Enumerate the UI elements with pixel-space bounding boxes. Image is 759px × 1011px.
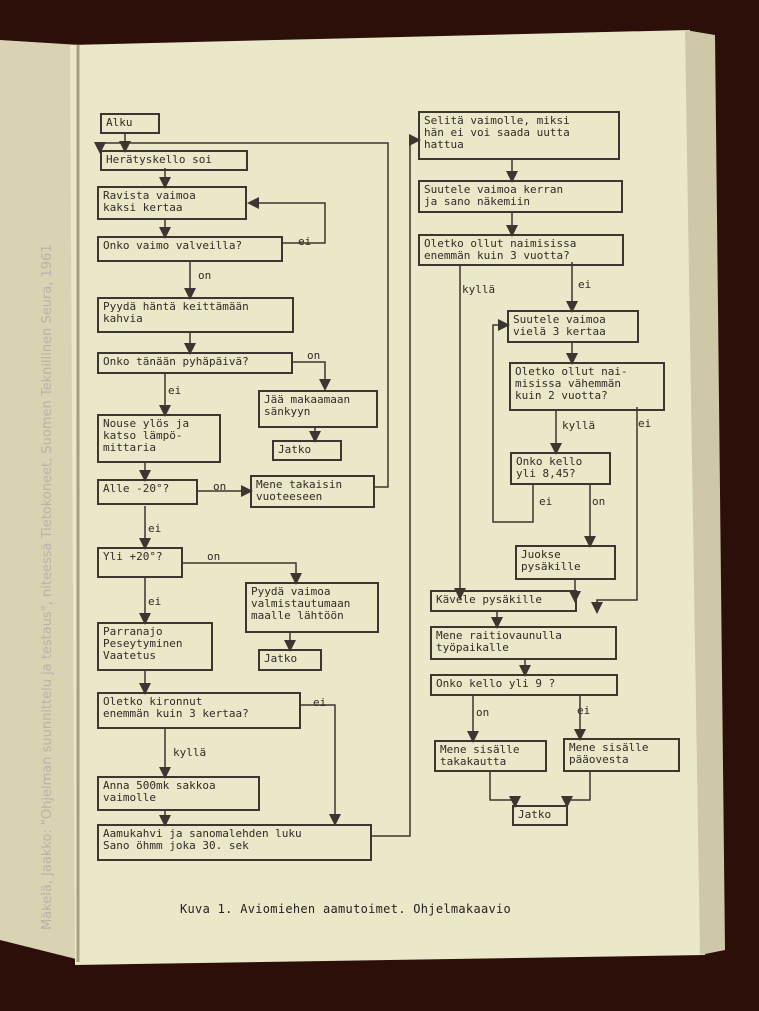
edge-label-ei: ei <box>168 384 182 397</box>
edge-label-on: on <box>213 480 227 493</box>
edge-label-ei: ei <box>539 495 553 508</box>
source-credit: Mäkelä, Jaakko: "Ohjelman suunnittelu ja… <box>40 244 55 930</box>
edge-label-kylla: kyllä <box>173 746 207 759</box>
node-nouse: Nouse ylös ja katso lämpö- mittaria <box>97 414 221 463</box>
node-alku: Alku <box>100 113 160 134</box>
edge-label-kylla: kyllä <box>562 419 596 432</box>
node-sakko: Anna 500mk sakkoa vaimolle <box>97 776 260 811</box>
node-jatko-1: Jatko <box>272 440 342 461</box>
edge-label-ei: ei <box>638 417 652 430</box>
edge-label-ei: ei <box>298 235 312 248</box>
node-yli-20: Yli +20°? <box>97 547 183 578</box>
node-ravista: Ravista vaimoa kaksi kertaa <box>97 186 247 220</box>
node-valveilla: Onko vaimo valveilla? <box>97 236 283 262</box>
node-kavele: Kävele pysäkille <box>430 590 577 612</box>
edge-label-ei: ei <box>313 696 327 709</box>
node-juokse: Juokse pysäkille <box>515 545 616 580</box>
node-raitiovaunu: Mene raitiovaunulla työpaikalle <box>430 626 617 660</box>
node-kironnut: Oletko kironnut enemmän kuin 3 kertaa? <box>97 692 301 729</box>
figure-caption: Kuva 1. Aviomiehen aamutoimet. Ohjelmaka… <box>180 902 512 916</box>
node-pyyda-vaimoa: Pyydä vaimoa valmistautumaan maalle läht… <box>245 582 379 633</box>
node-heratyskello: Herätyskello soi <box>100 150 248 171</box>
node-aamukahvi: Aamukahvi ja sanomalehden luku Sano öhmm… <box>97 824 372 861</box>
node-paaovesta: Mene sisälle pääovesta <box>563 738 680 772</box>
edge-label-ei: ei <box>577 704 591 717</box>
edge-label-on: on <box>592 495 606 508</box>
node-kello-9: Onko kello yli 9 ? <box>430 674 618 696</box>
node-jaa-makaamaan: Jää makaamaan sänkyyn <box>258 390 378 428</box>
node-jatko-2: Jatko <box>258 649 322 671</box>
node-takakautta: Mene sisälle takakautta <box>434 740 547 772</box>
edge-label-on: on <box>307 349 321 362</box>
node-pyhapaiva: Onko tänään pyhäpäivä? <box>97 352 293 374</box>
node-parranajo: Parranajo Peseytyminen Vaatetus <box>97 622 213 671</box>
edge-label-on: on <box>476 706 490 719</box>
node-alle-20: Alle -20°? <box>97 479 198 505</box>
edge-label-ei: ei <box>148 595 162 608</box>
node-mene-takaisin: Mene takaisin vuoteeseen <box>250 475 375 508</box>
node-suutele-kerran: Suutele vaimoa kerran ja sano näkemiin <box>418 180 623 213</box>
edge-label-kylla: kyllä <box>462 283 496 296</box>
edge-label-ei: ei <box>578 278 592 291</box>
node-naimisissa-2: Oletko ollut nai- misissa vähemmän kuin … <box>509 362 665 411</box>
node-selita: Selitä vaimolle, miksi hän ei voi saada … <box>418 111 620 160</box>
node-kello-845: Onko kello yli 8,45? <box>510 452 611 485</box>
edge-label-on: on <box>198 269 212 282</box>
node-pyyda-kahvia: Pyydä häntä keittämään kahvia <box>97 297 294 333</box>
node-naimisissa-3: Oletko ollut naimisissa enemmän kuin 3 v… <box>418 234 624 266</box>
edge-label-ei: ei <box>148 522 162 535</box>
node-suutele-3: Suutele vaimoa vielä 3 kertaa <box>507 310 639 343</box>
edge-label-on: on <box>207 550 221 563</box>
node-jatko-3: Jatko <box>512 805 568 826</box>
